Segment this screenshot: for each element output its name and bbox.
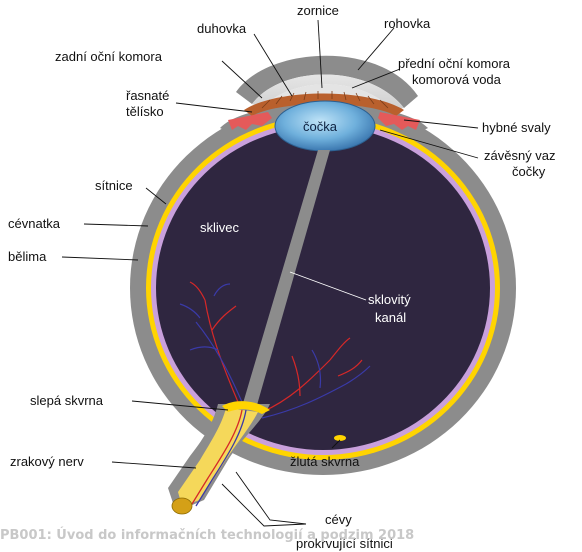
label-predni-ocni-komora: přední oční komora: [398, 56, 511, 71]
label-zavesny-1: závěsný vaz: [484, 148, 556, 163]
label-cevy-1: cévy: [325, 512, 352, 527]
label-sitnice: sítnice: [95, 178, 133, 193]
label-zavesny-2: čočky: [512, 164, 546, 179]
label-sklovity-1: sklovitý: [368, 292, 411, 307]
label-cocka: čočka: [303, 119, 338, 134]
label-rasnate-2: tělísko: [126, 104, 164, 119]
label-belima: bělima: [8, 249, 47, 264]
label-zrakovy-nerv: zrakový nerv: [10, 454, 84, 469]
label-sklivec: sklivec: [200, 220, 240, 235]
vitreous-body: [156, 126, 490, 450]
nerve-cut-end: [172, 498, 192, 514]
label-duhovka: duhovka: [197, 21, 247, 36]
label-rasnate-1: řasnaté: [126, 88, 169, 103]
footer-watermark: PB001: Úvod do informačních technologií …: [0, 528, 414, 543]
label-sklovity-2: kanál: [375, 310, 406, 325]
label-zluta-skvrna: žlutá skvrna: [290, 454, 360, 469]
label-rohovka: rohovka: [384, 16, 431, 31]
label-zadni-ocni-komora: zadní oční komora: [55, 49, 163, 64]
label-hybne-svaly: hybné svaly: [482, 120, 551, 135]
label-zornice: zornice: [297, 3, 339, 18]
label-slepa-skvrna: slepá skvrna: [30, 393, 104, 408]
label-komorova-voda: komorová voda: [412, 72, 502, 87]
label-cevnatka: cévnatka: [8, 216, 61, 231]
